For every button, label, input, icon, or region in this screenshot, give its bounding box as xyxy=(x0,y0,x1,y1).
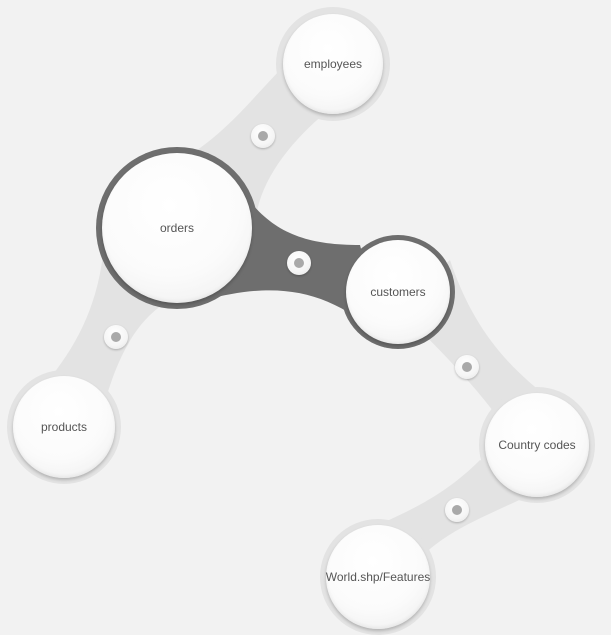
table-node-face: Country codes xyxy=(485,393,589,497)
table-label-products: products xyxy=(40,420,88,434)
table-label-orders: orders xyxy=(159,221,194,235)
association-dot xyxy=(111,332,121,342)
association-knob-orders-customers[interactable] xyxy=(287,251,311,275)
association-dot xyxy=(294,258,304,268)
table-node-customers[interactable]: customers xyxy=(341,235,455,349)
table-node-face: World.shp/Features xyxy=(326,525,430,629)
table-node-face: employees xyxy=(283,14,383,114)
table-node-face: customers xyxy=(346,240,450,344)
table-label-customers: customers xyxy=(370,285,426,299)
table-node-country-codes[interactable]: Country codes xyxy=(479,387,595,503)
association-dot xyxy=(462,362,472,372)
table-node-world-features[interactable]: World.shp/Features xyxy=(320,519,436,635)
table-node-face: orders xyxy=(102,153,252,303)
association-knob-country-codes-world[interactable] xyxy=(445,498,469,522)
table-node-orders[interactable]: orders xyxy=(96,147,258,309)
association-dot xyxy=(452,505,462,515)
table-node-products[interactable]: products xyxy=(7,370,121,484)
association-dot xyxy=(258,131,268,141)
association-knob-orders-products[interactable] xyxy=(104,325,128,349)
table-label-country-codes: Country codes xyxy=(498,438,576,452)
table-label-world-features: World.shp/Features xyxy=(325,570,431,584)
table-label-employees: employees xyxy=(303,57,363,71)
association-knob-customers-country-codes[interactable] xyxy=(455,355,479,379)
table-node-face: products xyxy=(13,376,115,478)
association-knob-orders-employees[interactable] xyxy=(251,124,275,148)
table-node-employees[interactable]: employees xyxy=(276,7,390,121)
